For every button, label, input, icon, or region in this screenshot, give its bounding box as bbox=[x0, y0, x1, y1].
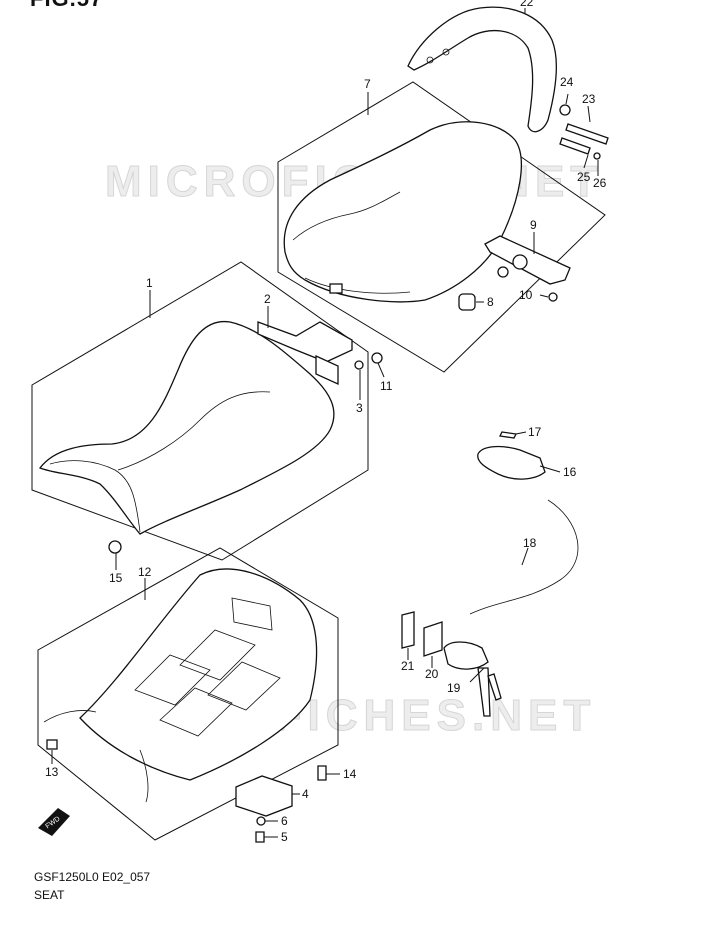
callout-5: 5 bbox=[281, 830, 288, 844]
callout-12: 12 bbox=[138, 565, 152, 579]
callout-11: 11 bbox=[380, 379, 393, 393]
fwd-arrow-icon bbox=[38, 808, 70, 836]
tray-box bbox=[231, 597, 273, 631]
key-lock-19 bbox=[443, 641, 489, 670]
callout-2: 2 bbox=[264, 292, 271, 306]
bolt-5 bbox=[255, 831, 265, 843]
washer-24 bbox=[559, 104, 571, 116]
callout-10: 10 bbox=[519, 288, 533, 302]
seat-lock-bracket-9 bbox=[484, 235, 571, 285]
front-seat-frame bbox=[31, 261, 369, 561]
front-seat-tail bbox=[49, 460, 141, 533]
seat-base-group bbox=[37, 547, 339, 843]
callout-24: 24 bbox=[560, 75, 574, 89]
fwd-arrow: FWD bbox=[38, 808, 70, 836]
rear-seat-cushion bbox=[283, 121, 522, 303]
handle-bolt-hole-1 bbox=[426, 56, 434, 64]
screw-17 bbox=[499, 431, 517, 439]
bolt-25 bbox=[559, 137, 591, 155]
caption-title: SEAT bbox=[34, 888, 65, 902]
callout-25: 25 bbox=[577, 170, 591, 184]
bracket-hook bbox=[512, 254, 528, 270]
cushion-rubber-8 bbox=[458, 293, 476, 311]
callout-23: 23 bbox=[582, 92, 596, 106]
callout-17: 17 bbox=[528, 425, 542, 439]
seat-base-frame bbox=[37, 547, 339, 841]
lock-bracket-21 bbox=[401, 611, 415, 649]
seat-base-tray-12 bbox=[79, 568, 318, 781]
pillion-handle-22 bbox=[407, 6, 558, 133]
wire-harness bbox=[139, 749, 149, 803]
seat-lock-group bbox=[401, 431, 579, 717]
callout-9: 9 bbox=[530, 218, 537, 232]
washer-26 bbox=[593, 152, 601, 160]
washer-6 bbox=[256, 816, 266, 826]
key-1 bbox=[477, 667, 491, 717]
tray-cell-4 bbox=[207, 661, 281, 711]
callout-21: 21 bbox=[401, 659, 415, 673]
key-2 bbox=[487, 673, 502, 701]
callout-6: 6 bbox=[281, 814, 288, 828]
callout-labels: 1 2 3 4 5 6 7 8 9 10 11 12 13 14 15 16 1… bbox=[45, 0, 607, 844]
bracket-washer bbox=[497, 266, 509, 278]
callout-7: 7 bbox=[364, 77, 371, 91]
rear-seat-crease bbox=[292, 191, 401, 241]
clip-13 bbox=[46, 739, 58, 750]
callout-3: 3 bbox=[356, 401, 363, 415]
callout-14: 14 bbox=[343, 767, 357, 781]
pillion-handle-group bbox=[407, 6, 609, 160]
front-seat-crease bbox=[117, 391, 271, 471]
tray-strap bbox=[43, 710, 97, 723]
seat-lock-16 bbox=[477, 445, 546, 480]
seat-bracket-plate bbox=[315, 354, 339, 386]
callout-1: 1 bbox=[146, 276, 153, 290]
callout-8: 8 bbox=[487, 295, 494, 309]
cushion-11 bbox=[371, 352, 383, 364]
handle-bolt-hole-2 bbox=[442, 48, 450, 56]
bolt-14 bbox=[317, 765, 327, 781]
bolt-15 bbox=[108, 540, 122, 554]
front-seat-cushion bbox=[38, 320, 335, 535]
lock-plate-20 bbox=[423, 621, 443, 657]
rear-seat-catch bbox=[329, 283, 343, 294]
rear-seat-group bbox=[277, 81, 606, 373]
control-unit-4 bbox=[235, 775, 293, 817]
callout-22: 22 bbox=[520, 0, 534, 9]
rear-seat-lower-edge bbox=[304, 277, 411, 294]
nut-3 bbox=[354, 360, 364, 370]
callout-15: 15 bbox=[109, 571, 123, 585]
rear-seat-frame bbox=[277, 81, 606, 373]
bolt-23 bbox=[565, 123, 609, 145]
callout-18: 18 bbox=[523, 536, 537, 550]
tray-cell-1 bbox=[134, 654, 211, 706]
leader-lines bbox=[51, 8, 599, 838]
callout-20: 20 bbox=[425, 667, 439, 681]
tray-cell-3 bbox=[159, 687, 233, 737]
callout-26: 26 bbox=[593, 176, 607, 190]
callout-4: 4 bbox=[302, 787, 309, 801]
callout-16: 16 bbox=[563, 465, 577, 479]
tray-cell-2 bbox=[179, 629, 256, 681]
callout-19: 19 bbox=[447, 681, 461, 695]
seat-lock-cable-18 bbox=[469, 499, 579, 615]
figure-title: FIG.57 bbox=[30, 0, 103, 12]
callout-13: 13 bbox=[45, 765, 59, 779]
seat-bracket-2 bbox=[257, 321, 353, 363]
front-seat-group bbox=[31, 261, 383, 561]
model-code: GSF1250L0 E02_057 bbox=[34, 870, 151, 884]
nut-10 bbox=[548, 292, 558, 302]
